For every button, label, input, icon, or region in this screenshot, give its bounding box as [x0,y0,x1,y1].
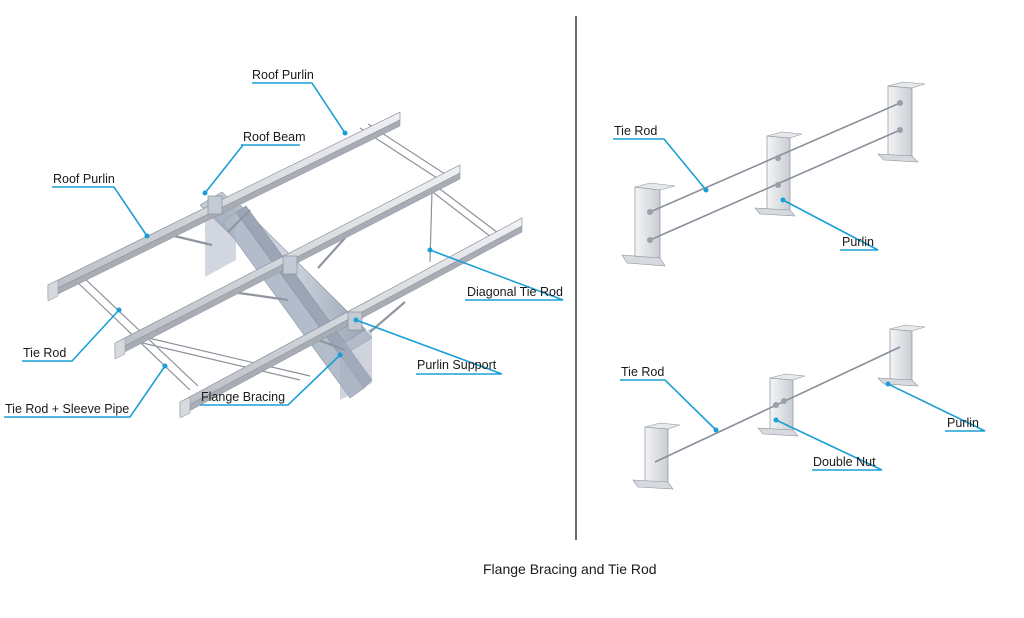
leader-lines [4,82,986,471]
label-tie-rod-sleeve: Tie Rod + Sleeve Pipe [5,402,130,416]
leader-diagonal-tie-rod [429,249,564,301]
leader-roof-purlin-left [52,186,148,237]
purlin-section-f [877,324,926,387]
leader-purlin-rb [887,383,986,432]
leader-flange-bracing [200,354,341,406]
label-roof-purlin-left: Roof Purlin [53,172,115,186]
purlin-section-d [632,422,681,490]
nuts-top [647,100,903,243]
leader-tie-rod-left [22,309,120,362]
leader-tie-rod-rb [620,379,717,431]
leader-double-nut [775,419,883,471]
purlin-1 [47,111,401,302]
purlin-section-e [757,373,806,437]
leader-roof-purlin-top [252,82,346,134]
label-flange-bracing: Flange Bracing [201,390,286,404]
label-tie-rod-left: Tie Rod [23,346,67,360]
label-purlin-support: Purlin Support [417,358,497,372]
left-framing-assembly [47,111,523,419]
right-bottom-assembly [632,324,926,490]
leader-purlin-support [355,319,503,375]
label-roof-beam: Roof Beam [243,130,306,144]
label-purlin-right-top: Purlin [842,235,874,249]
leader-roof-beam [204,144,300,194]
purlin-section-b [754,131,803,217]
leader-dots [116,130,891,433]
figure-caption: Flange Bracing and Tie Rod [483,561,657,577]
right-top-assembly [621,81,926,267]
label-purlin-right-bottom: Purlin [947,416,979,430]
leader-tie-rod-sleeve [4,365,166,418]
label-diagonal-tie-rod: Diagonal Tie Rod [467,285,563,299]
purlin-section-c [877,81,926,163]
leader-purlin-rt [782,199,879,251]
label-double-nut: Double Nut [813,455,876,469]
double-nuts [773,398,787,408]
purlin-section-a [621,182,676,267]
label-roof-purlin-top: Roof Purlin [252,68,314,82]
leader-tie-rod-rt [613,138,707,191]
label-tie-rod-right-top: Tie Rod [614,124,658,138]
label-tie-rod-right-bottom: Tie Rod [621,365,665,379]
